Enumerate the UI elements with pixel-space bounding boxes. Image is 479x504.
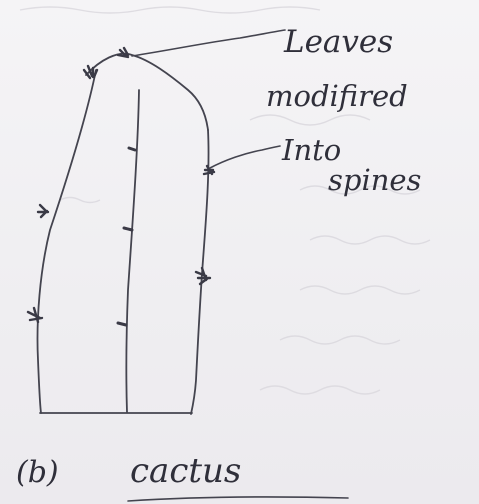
caption-marker: (b) xyxy=(16,455,59,490)
cactus-left-edge xyxy=(38,70,97,413)
cactus-outline xyxy=(38,54,209,414)
spines-label-line1: Into xyxy=(281,133,341,167)
caption-name: cactus xyxy=(130,451,241,491)
spine-cluster xyxy=(118,48,128,57)
spine-cluster xyxy=(38,205,48,217)
leaves-pointer-line xyxy=(132,30,285,56)
cactus-central-rib xyxy=(126,90,139,412)
spines-pointer-line xyxy=(210,146,280,168)
spines-label-line2: spines xyxy=(328,163,421,197)
bleed-through-texture xyxy=(20,7,430,394)
spine-cluster xyxy=(28,308,42,322)
leaves-label-line2: modifired xyxy=(266,79,408,113)
cactus-top-edge xyxy=(86,54,208,130)
spine-cluster xyxy=(84,66,97,78)
spine-cluster xyxy=(196,268,210,284)
caption-underline xyxy=(128,497,348,501)
leaves-label-line1: Leaves xyxy=(283,24,393,60)
